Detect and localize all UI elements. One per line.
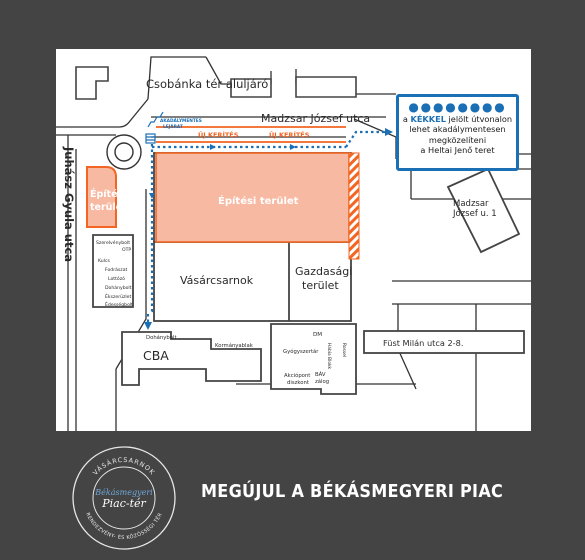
map-panel: Csobánka tér aluljáró Madzsar József utc… (56, 49, 531, 431)
shop-cba-tobacco: Dohánybolt (146, 334, 177, 341)
ramp-label-2: LEJÁRAT (163, 123, 183, 130)
shops-left-list: Szerelvénybolt OTP Kulcs Fodrászat Lottó… (96, 239, 133, 308)
shop-left-4: Lottózó (108, 275, 125, 282)
fences (156, 126, 346, 143)
cba-label: CBA (143, 348, 169, 363)
fust-label: Füst Milán utca 2-8. (383, 338, 463, 348)
info-dots: ●●●●●●●● (408, 100, 507, 114)
info-line-4: a Heltai Jenő teret (420, 145, 495, 156)
fence-label-2: ÚJ KERÍTÉS (269, 130, 310, 139)
shop-left-6: Ékszerüzlet (105, 292, 132, 300)
accessible-route (146, 130, 386, 325)
logo-ring-inner (92, 466, 156, 530)
madzsar-1-label-1: Madzsar (453, 199, 489, 209)
building-shops-right (270, 323, 357, 395)
building-shops-left (92, 234, 134, 308)
roundabout (106, 134, 142, 170)
logo-bottom-text: RENDEZVÉNY- ÉS KÖZÖSSÉGI TÉR (84, 512, 164, 541)
logo-ring-outer (72, 446, 176, 550)
info-highlight: KÉKKEL (410, 114, 446, 124)
page-title: MEGÚJUL A BÉKÁSMEGYERI PIAC (201, 482, 504, 502)
info-box: ●●●●●●●● a KÉKKEL jelölt útvonalon lehet… (396, 94, 519, 171)
construction-area-small (86, 166, 117, 228)
ramp-label-1: AKADÁLYMENTES (160, 117, 202, 124)
madzsar-1-label-2: József u. 1 (452, 208, 497, 219)
construction-main-label: Építési terület (218, 194, 299, 207)
shop-left-0: Szerelvénybolt (96, 239, 130, 246)
buildings-top (75, 66, 357, 100)
shop-akciopont-1: Akciópont (284, 372, 310, 379)
street-madzsar: Madzsar József utca (261, 112, 370, 125)
building-cba (121, 331, 262, 386)
shop-left-7: Édességbolt (105, 300, 133, 308)
info-line-2: lehet akadálymentesen (409, 124, 506, 135)
market-logo: VÁSÁRCSARNOK RENDEZVÉNY- ÉS KÖZÖSSÉGI TÉ… (72, 446, 176, 550)
market-hall-label: Vásárcsarnok (180, 274, 254, 287)
shop-left-2: Kulcs (98, 258, 110, 264)
info-line-1: a KÉKKEL jelölt útvonalon (402, 114, 513, 124)
shop-dm: DM (313, 332, 322, 338)
logo-top-text: VÁSÁRCSARNOK (91, 456, 156, 477)
street-juhasz: Juhász Gyula utca (62, 146, 76, 262)
construction-hatch (348, 152, 360, 260)
shop-left-3: Fodrászat (105, 266, 128, 273)
shop-vertical-1: Hábia Blokk (326, 343, 333, 370)
ramp-structure (145, 111, 164, 144)
construction-small-label-1: Építési (90, 188, 126, 200)
shop-cba-govwindow: Kormányablak (215, 342, 254, 349)
building-madzsar-1 (446, 167, 521, 254)
shop-bav-1: BÁV (315, 371, 326, 378)
economic-label-2: terület (302, 279, 339, 292)
info-line-3: megközelíteni (428, 134, 487, 145)
building-fust (363, 330, 525, 354)
shop-vertical-2: Rossel (341, 343, 347, 357)
logo-script-1: Békásmegyeri (94, 488, 153, 497)
logo-script-2: Piac-tér (101, 497, 146, 510)
construction-area-main (155, 152, 350, 243)
shop-left-1: OTP (122, 247, 131, 253)
shop-akciopont-2: diszkont (287, 380, 309, 386)
shop-pharmacy: Gyógyszertár (283, 348, 319, 355)
shop-left-5: Dohánybolt (105, 284, 132, 291)
street-csobanka: Csobánka tér aluljáró (146, 77, 268, 91)
shop-bav-2: zálog (315, 378, 329, 385)
route-arrows (144, 128, 393, 330)
fence-label-1: ÚJ KERÍTÉS (198, 130, 239, 139)
construction-small-label-2: terület (90, 202, 127, 213)
economic-label-1: Gazdasági (295, 265, 352, 278)
